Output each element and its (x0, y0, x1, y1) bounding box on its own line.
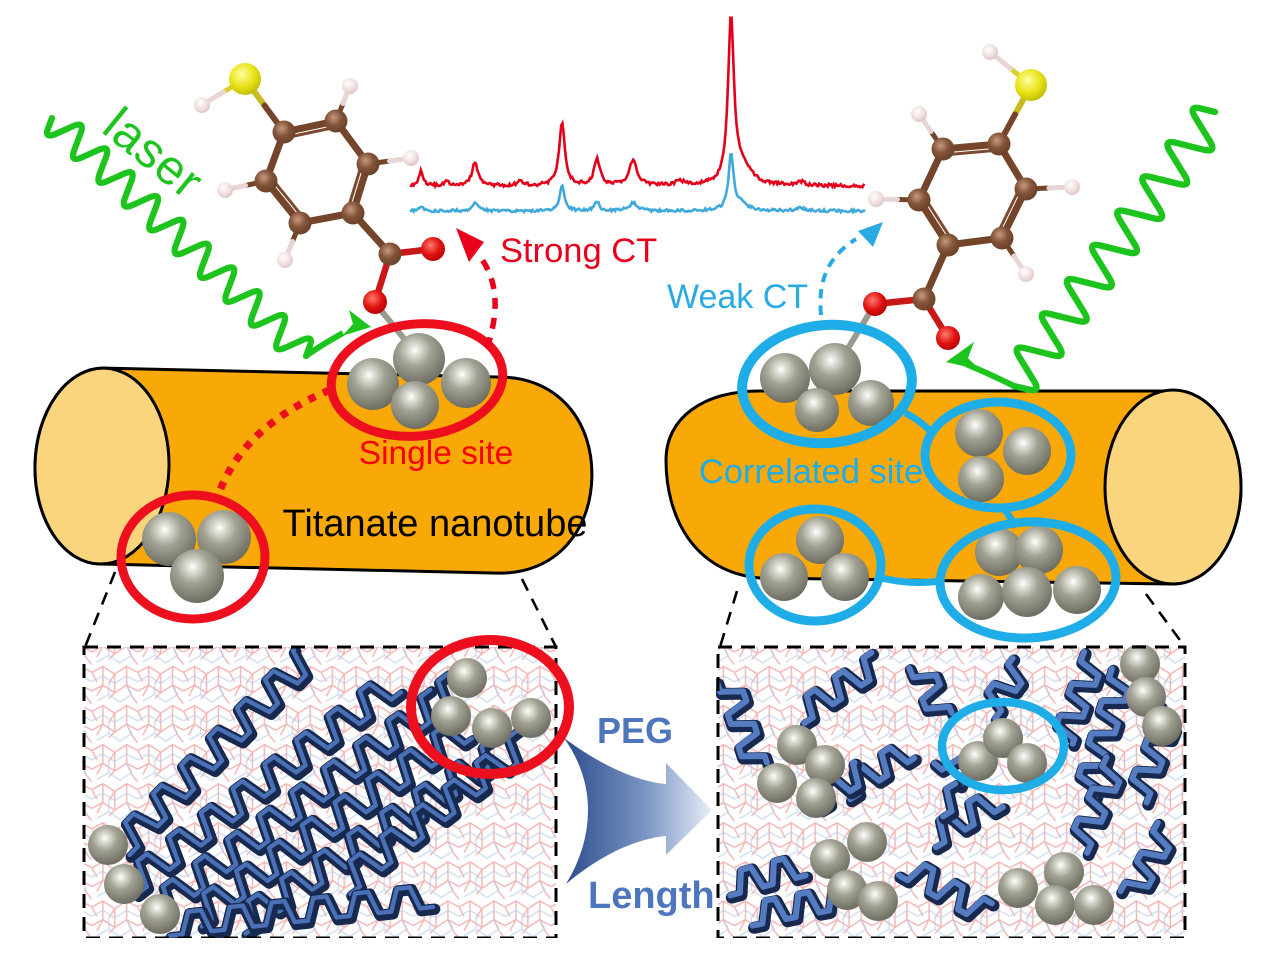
svg-text:Strong CT: Strong CT (500, 232, 657, 270)
svg-text:Length: Length (588, 875, 715, 917)
svg-text:Titanate nanotube: Titanate nanotube (283, 503, 588, 545)
svg-text:Single site: Single site (359, 435, 514, 472)
svg-text:PEG: PEG (597, 710, 673, 751)
svg-text:Weak CT: Weak CT (667, 278, 808, 316)
svg-text:Correlated site: Correlated site (699, 453, 923, 491)
